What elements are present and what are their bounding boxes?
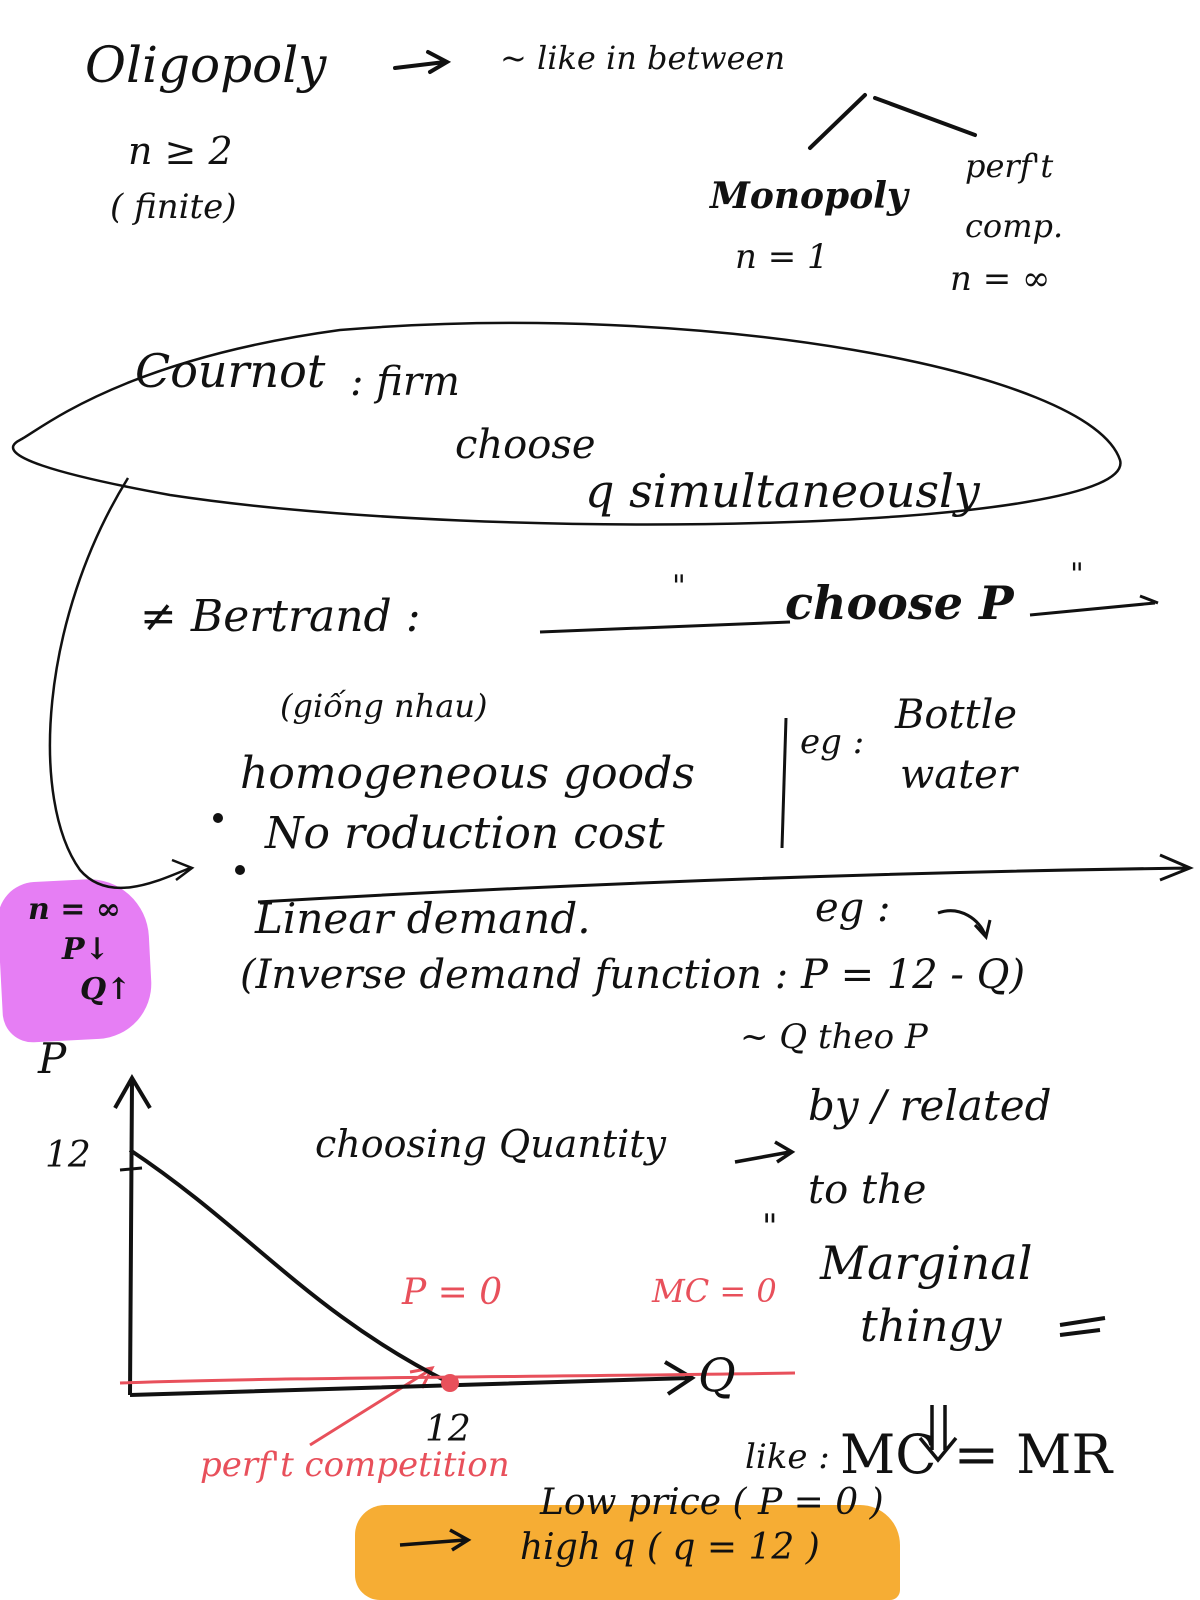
cournot-firm: : firm (350, 359, 460, 405)
thingy-text: thingy (860, 1301, 1002, 1352)
oligopoly-arrow (393, 50, 452, 74)
monopoly-n: n = 1 (735, 237, 829, 277)
down-arrow (918, 1405, 958, 1463)
perfect-label: perf't (965, 147, 1054, 185)
x-tick-label: 12 (425, 1409, 471, 1450)
mc-equals-zero: MC = 0 (652, 1272, 777, 1310)
perfect-n: n = ∞ (950, 259, 1051, 299)
eg-label: eg : (800, 722, 865, 762)
pink-p-down: P↓ (62, 932, 110, 967)
demand-curve (128, 1148, 451, 1385)
perfect-label-2: comp. (965, 207, 1064, 245)
in-between-text: ~ like in between (500, 39, 786, 77)
q-theo-p: ~ Q theo P (740, 1017, 928, 1057)
bertrand-line-1 (539, 620, 791, 634)
connector-curve (48, 477, 195, 890)
cournot-title: Cournot (135, 344, 326, 398)
like-label: like : (745, 1437, 830, 1477)
no-production-cost: No roduction cost (265, 808, 665, 859)
marginal-marks (1059, 1316, 1106, 1337)
mc-line (119, 1371, 796, 1385)
homogeneous-goods: homogeneous goods (240, 748, 695, 799)
orange-highlight (355, 1505, 900, 1600)
choose-p: choose P (785, 576, 1014, 630)
high-q: high q ( q = 12 ) (520, 1527, 820, 1568)
implies-arrow (399, 1528, 472, 1552)
q-axis-label: Q (698, 1348, 736, 1402)
bottle-text: Bottle (895, 692, 1018, 738)
demand-graph (113, 1074, 796, 1397)
choosing-arrow (734, 1140, 796, 1164)
marginal-text: Marginal (820, 1236, 1033, 1290)
bullet-2 (235, 865, 245, 875)
n-condition: n ≥ 2 (128, 129, 233, 173)
ditto-mark-2: " (1070, 557, 1084, 592)
separator-arrow (257, 853, 1194, 904)
between-branches (808, 93, 977, 150)
eg-arrow (937, 909, 992, 941)
low-price: Low price ( P = 0 ) (540, 1482, 884, 1523)
ditto-mark-3: " (762, 1207, 778, 1247)
cournot-simultaneously: q simultaneously (585, 464, 980, 518)
by-related: by / related (808, 1081, 1052, 1130)
cournot-ellipse (11, 321, 1122, 526)
perfect-competition-label: perf't competition (200, 1445, 510, 1485)
water-text: water (900, 752, 1017, 798)
y-tick-label: 12 (45, 1135, 91, 1176)
equilibrium-point (441, 1374, 459, 1392)
y-tick-mark (119, 1166, 143, 1172)
p-axis-label: P (38, 1034, 67, 1083)
monopoly-label: Monopoly (710, 175, 908, 217)
perfect-comp-arrow (309, 1365, 435, 1447)
divider-bar (780, 717, 788, 849)
y-axis (113, 1074, 152, 1396)
mc-equals-mr: MC = MR (840, 1423, 1113, 1486)
inverse-demand-function: (Inverse demand function : P = 12 - Q) (240, 952, 1026, 998)
pink-q-up: Q↑ (80, 972, 132, 1007)
cournot-choose: choose (455, 422, 596, 468)
bullet-1 (213, 813, 223, 823)
bertrand-line-2 (1029, 594, 1159, 617)
choosing-quantity: choosing Quantity (315, 1122, 666, 1166)
bertrand-label: ≠ Bertrand : (140, 591, 421, 642)
demand-eg: eg : (815, 885, 891, 931)
to-the: to the (808, 1167, 927, 1213)
x-axis (129, 1360, 696, 1397)
p-equals-zero: P = 0 (402, 1272, 503, 1313)
pink-n-infinity: n = ∞ (28, 892, 121, 927)
finite-note: ( finite) (110, 187, 237, 227)
linear-demand: Linear demand. (255, 894, 591, 943)
giong-nhau-note: (giống nhau) (280, 687, 488, 725)
ditto-mark: " (672, 569, 686, 604)
oligopoly-title: Oligopoly (85, 36, 327, 94)
